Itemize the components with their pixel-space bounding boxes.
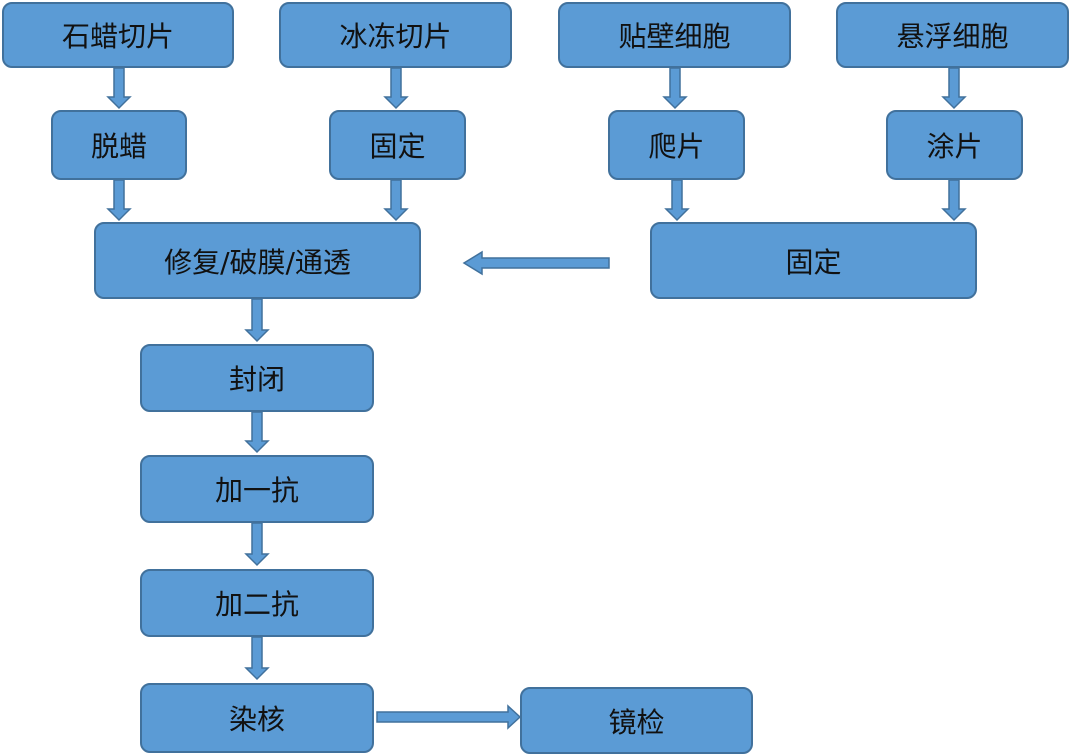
arrow-frozen-to-fix [383,67,409,110]
node-primary-antibody: 加一抗 [140,455,374,523]
node-adherent-cells: 贴壁细胞 [558,2,791,68]
node-frozen-section: 冰冻切片 [279,2,512,68]
arrow-smear-to-fix-cells [941,179,967,222]
node-fix-cells: 固定 [650,222,977,299]
arrow-block-to-primary [244,411,270,454]
arrow-fix-to-repair [383,179,409,222]
node-fix-frozen: 固定 [329,110,466,180]
node-nuclear-stain: 染核 [140,683,374,753]
node-climbing-slide: 爬片 [608,110,745,180]
node-suspension-cells: 悬浮细胞 [836,2,1069,68]
arrow-primary-to-secondary [244,522,270,567]
arrow-fix-cells-to-repair [462,250,610,276]
node-repair-permeabilize: 修复/破膜/通透 [94,222,421,299]
arrow-suspension-to-smear [941,67,967,110]
arrow-repair-to-block [244,298,270,343]
arrow-adherent-to-climbing [662,67,688,110]
node-secondary-antibody: 加二抗 [140,569,374,637]
node-paraffin-section: 石蜡切片 [2,2,234,68]
node-block: 封闭 [140,344,374,412]
node-microscopy: 镜检 [520,687,753,754]
arrow-stain-to-microscopy [376,704,522,730]
arrow-dewax-to-repair [106,179,132,222]
arrow-climbing-to-fix-cells [664,179,690,222]
arrow-paraffin-to-dewax [106,67,132,110]
arrow-secondary-to-stain [244,636,270,681]
node-dewax: 脱蜡 [51,110,187,180]
node-smear: 涂片 [886,110,1023,180]
